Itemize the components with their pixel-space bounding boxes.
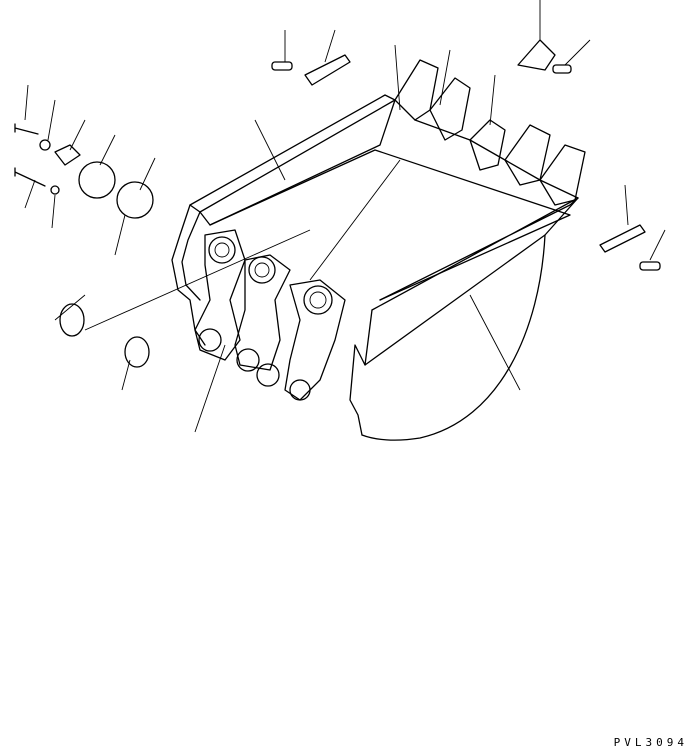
pins-and-bushings	[14, 39, 661, 368]
bucket-body	[171, 94, 579, 441]
leader-lines	[24, 0, 666, 433]
bucket-teeth	[394, 59, 586, 206]
side-cutters	[304, 54, 646, 253]
drawing-code: PVL3094	[613, 736, 688, 749]
